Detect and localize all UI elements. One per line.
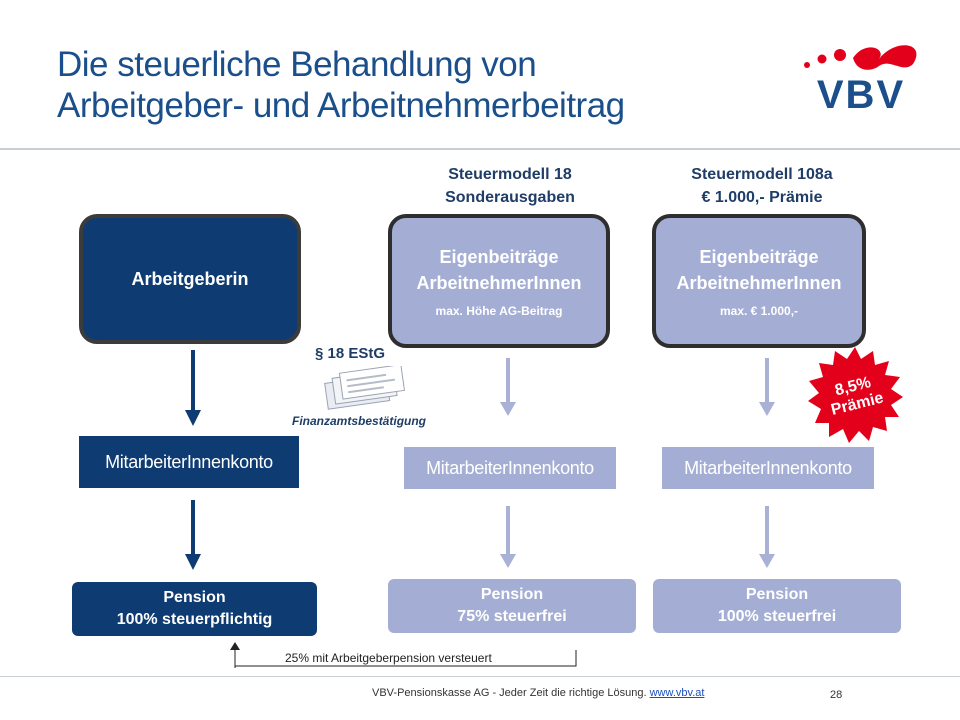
col2-header-line1: Steuermodell 18 xyxy=(448,166,572,183)
col3-account-label: MitarbeiterInnenkonto xyxy=(684,457,852,478)
col2-box-small: max. Höhe AG-Beitrag xyxy=(435,304,563,318)
slide-title: Die steuerliche Behandlung von Arbeitgeb… xyxy=(57,44,757,126)
col3-box-small: max. € 1.000,- xyxy=(719,304,799,318)
col3-arrow-down-2 xyxy=(759,506,775,568)
col1-account-box: MitarbeiterInnenkonto xyxy=(79,436,299,488)
title-divider xyxy=(0,148,960,150)
col3-box-line2: ArbeitnehmerInnen xyxy=(676,273,842,293)
col3-arrow-down-1 xyxy=(759,358,775,416)
col2-eigenbeitraege-box: Eigenbeiträge ArbeitnehmerInnen max. Höh… xyxy=(388,214,610,348)
logo-dot xyxy=(834,49,846,61)
col3-header: Steuermodell 108a € 1.000,- Prämie xyxy=(662,163,862,209)
vbv-logo: VBV xyxy=(804,45,917,117)
col1-pension-box: Pension 100% steuerpflichtig xyxy=(72,582,317,636)
document-stack-icon xyxy=(324,366,406,410)
col3-pension-box: Pension 100% steuerfrei xyxy=(653,579,901,633)
praemie-badge-starburst xyxy=(808,347,903,443)
col1-arrow-down-1 xyxy=(185,350,201,426)
page-number: 28 xyxy=(830,689,843,701)
footer-link[interactable]: www.vbv.at xyxy=(649,687,705,699)
col3-header-line2: € 1.000,- Prämie xyxy=(701,189,823,206)
footer-text: VBV-Pensionskasse AG - Jeder Zeit die ri… xyxy=(372,687,647,699)
bracket-connector xyxy=(230,642,577,668)
col2-account-box: MitarbeiterInnenkonto xyxy=(404,447,616,489)
logo-text: VBV xyxy=(817,73,905,117)
col3-eigenbeitraege-box: Eigenbeiträge ArbeitnehmerInnen max. € 1… xyxy=(652,214,866,348)
arbeitgeberin-box: Arbeitgeberin xyxy=(79,214,301,344)
col2-pension-line2: 75% steuerfrei xyxy=(457,608,567,625)
slide-title-line2: Arbeitgeber- und Arbeitnehmerbeitrag xyxy=(57,86,625,125)
col1-pension-line1: Pension xyxy=(163,589,226,606)
bracket-note: 25% mit Arbeitgeberpension versteuert xyxy=(285,651,492,665)
col1-pension-line2: 100% steuerpflichtig xyxy=(116,611,273,628)
col1-arrow-down-2 xyxy=(185,500,201,570)
arbeitgeberin-label: Arbeitgeberin xyxy=(131,269,249,289)
logo-dot xyxy=(804,62,810,68)
finanzamt-label: Finanzamtsbestätigung xyxy=(292,414,427,428)
col2-header-line2: Sonderausgaben xyxy=(445,189,575,206)
col2-box-line2: ArbeitnehmerInnen xyxy=(416,273,582,293)
col2-box-line1: Eigenbeiträge xyxy=(439,247,559,267)
praemie-badge: 8,5% Prämie xyxy=(808,347,903,443)
slide-title-line1: Die steuerliche Behandlung von xyxy=(57,45,537,84)
col3-box-line1: Eigenbeiträge xyxy=(699,247,819,267)
col3-header-line1: Steuermodell 108a xyxy=(691,166,833,183)
col3-account-box: MitarbeiterInnenkonto xyxy=(662,447,874,489)
col2-pension-line1: Pension xyxy=(480,586,544,603)
col3-pension-line1: Pension xyxy=(745,586,809,603)
footer: VBV-Pensionskasse AG - Jeder Zeit die ri… xyxy=(372,687,704,699)
logo-swoosh xyxy=(853,45,917,70)
col2-arrow-down-1 xyxy=(500,358,516,416)
col2-account-label: MitarbeiterInnenkonto xyxy=(426,457,594,478)
col2-arrow-down-2 xyxy=(500,506,516,568)
logo-dot xyxy=(817,54,827,64)
paragraph-18-label: § 18 EStG xyxy=(315,345,386,362)
col1-account-label: MitarbeiterInnenkonto xyxy=(105,451,273,472)
footer-divider xyxy=(0,676,960,677)
col2-header: Steuermodell 18 Sonderausgaben xyxy=(410,163,610,209)
col3-pension-line2: 100% steuerfrei xyxy=(717,608,837,625)
col2-pension-box: Pension 75% steuerfrei xyxy=(388,579,636,633)
